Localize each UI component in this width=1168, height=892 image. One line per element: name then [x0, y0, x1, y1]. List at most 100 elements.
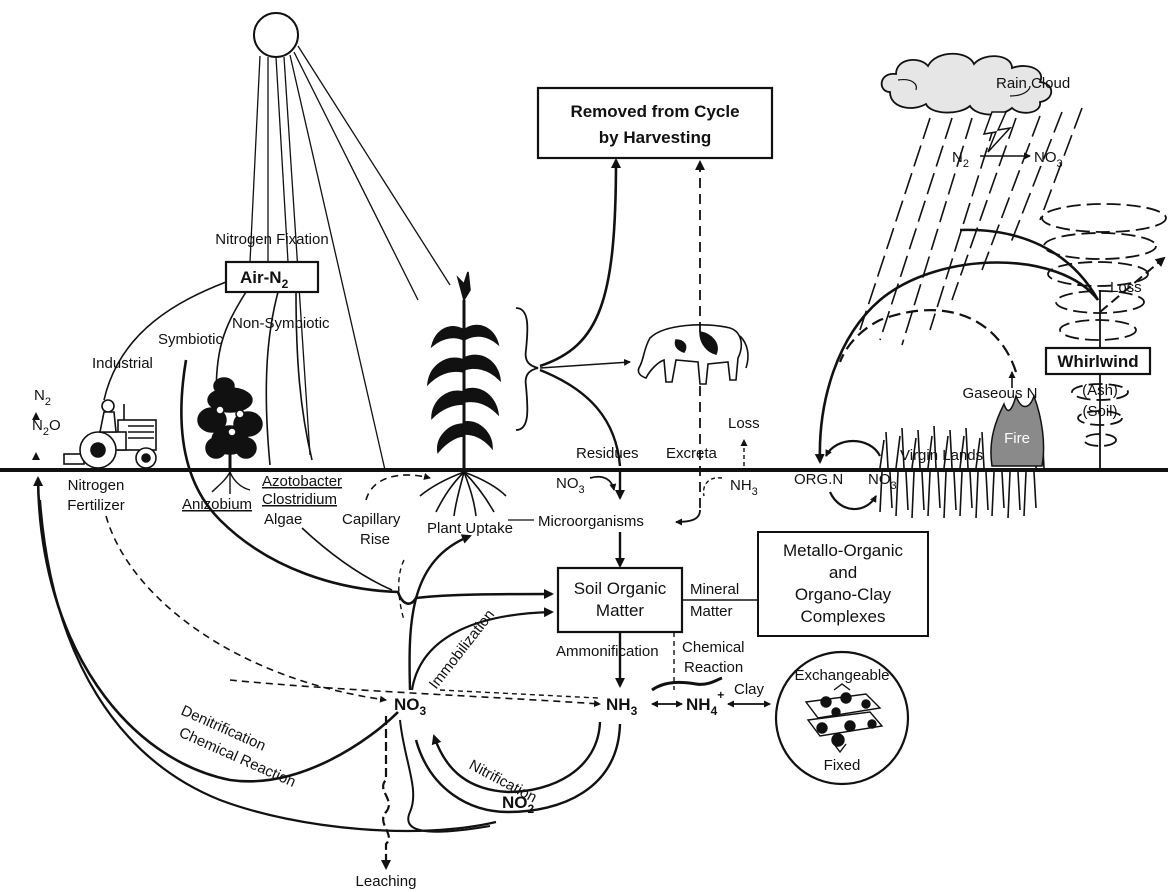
no3-nh3-dashed [439, 689, 599, 699]
clay-particles-icon [804, 683, 884, 754]
no3-main-label: NO3 [394, 695, 427, 718]
chemical-reaction-curve [38, 499, 497, 833]
clostridium-label: Clostridium [262, 491, 337, 508]
fire-label: Fire [1004, 430, 1030, 447]
anizobium-label: Anizobium [182, 496, 252, 513]
nitrification-outer [414, 723, 622, 814]
ammonification-label: Ammonification [556, 643, 659, 660]
mineral-label-2: Matter [690, 603, 733, 620]
cotton-roots [211, 471, 251, 494]
symbiotic-to-som [180, 359, 554, 605]
gaseous-n-label: Gaseous N [962, 385, 1037, 402]
nitrification-inner [431, 721, 602, 794]
residues-curve [539, 368, 622, 467]
air-n2-box [224, 260, 320, 294]
leaching-line [381, 716, 391, 870]
nitrogen-fertilizer-line2: Fertilizer [67, 497, 125, 514]
harvest-box-line1: Removed from Cycle [570, 102, 739, 121]
soil-om-line1: Soil Organic [574, 579, 667, 598]
mineral-label-1: Mineral [690, 581, 739, 598]
air-n2-label: Air-N2 [240, 268, 289, 291]
n2-up-arrow-1 [32, 412, 40, 420]
nh3-top-label: NH3 [730, 477, 758, 498]
microorganisms-label: Microorganisms [538, 513, 644, 530]
metallo-line1: Metallo-Organic [783, 541, 903, 560]
sun-rays [249, 45, 451, 471]
excreta-label: Excreta [666, 445, 718, 462]
orgn-cycle-top [825, 440, 881, 457]
metallo-line4: Complexes [800, 607, 885, 626]
capillary-dashed-arc [365, 473, 431, 501]
whirlwind-label: Whirlwind [1057, 352, 1138, 371]
leaching-side [399, 719, 491, 833]
harvest-arrow [539, 158, 621, 368]
plant-uptake-label: Plant Uptake [427, 520, 513, 537]
virgin-lands-label: Virgin Lands [900, 447, 983, 464]
whirlwind-soil: (Soil) [1082, 403, 1117, 420]
capillary-dashed-vertical [398, 559, 405, 621]
leaching-label: Leaching [356, 873, 417, 890]
algae-to-som [301, 527, 393, 591]
rain-streaks [859, 107, 1083, 346]
corn-plant-icon [426, 271, 502, 468]
algae-label: Algae [264, 511, 302, 528]
org-n-label: ORG.N [794, 471, 843, 488]
harvest-box-line2: by Harvesting [599, 128, 711, 147]
whirlwind-loss-arrow [1099, 256, 1166, 313]
no2-label: NO2 [502, 793, 535, 816]
no3-soil-label: NO3 [556, 475, 585, 496]
industrial-label: Industrial [92, 355, 153, 372]
fixed-label: Fixed [824, 757, 861, 774]
metallo-organic-box [757, 531, 929, 637]
exchangeable-label: Exchangeable [794, 667, 889, 684]
azoto-line [295, 291, 313, 461]
residues-label: Residues [576, 445, 639, 462]
azotobacter-label: Azotobacter [262, 473, 342, 490]
loss-nh3-label: Loss [728, 415, 760, 432]
plant-brace [515, 307, 539, 431]
no3-right-label: NO3 [868, 471, 897, 492]
no3-soil-curl [589, 475, 617, 491]
symbiotic-label: Symbiotic [158, 331, 224, 348]
cow-arrow [539, 358, 631, 369]
nh3-top-dashed-loop [702, 477, 723, 497]
gaseous-to-whirl-arc [838, 309, 1018, 373]
non-symbiotic-line [265, 291, 279, 466]
rain-cloud-label: Rain Cloud [996, 75, 1070, 92]
metallo-line3: Organo-Clay [795, 585, 892, 604]
whirlwind-loss-label: Loss [1110, 279, 1142, 296]
nh3-main-label: NH3 [606, 695, 638, 718]
whirlwind-box [1044, 346, 1152, 376]
fertilizer-dashed-nh3 [229, 679, 601, 708]
non-symbiotic-label: Non-Symbiotic [232, 315, 330, 332]
soil-organic-matter-box [556, 566, 684, 634]
capillary-label-1: Capillary [342, 511, 401, 528]
industrial-line [103, 281, 227, 401]
sun-icon [253, 12, 299, 58]
fire-icon [990, 393, 1045, 467]
lightning-icon [982, 111, 1013, 153]
n2-left-label: N2 [34, 387, 51, 408]
whirlwind-ash: (Ash) [1082, 382, 1118, 399]
rain-cloud-icon [880, 52, 1053, 116]
metallo-line2: and [829, 563, 857, 582]
nitrogen-fixation-label: Nitrogen Fixation [215, 231, 328, 248]
cow-icon [637, 324, 749, 385]
nitrogen-fertilizer-line1: Nitrogen [68, 477, 125, 494]
no3-to-plant-arrow [408, 534, 472, 691]
nh3-curl [651, 676, 723, 692]
cotton-plant-icon [197, 377, 263, 468]
soil-om-line2: Matter [596, 601, 645, 620]
capillary-label-2: Rise [360, 531, 390, 548]
immobilization-arrow [410, 607, 554, 691]
rain-to-orgn-arc [814, 228, 1100, 464]
cloud-n2: N2 [952, 149, 969, 170]
orgn-cycle-bottom [828, 491, 877, 511]
n2-up-arrow-2 [32, 452, 40, 460]
clay-label: Clay [734, 681, 765, 698]
nh4-label: NH4+ [686, 688, 724, 718]
chem-reaction-label-2: Reaction [684, 659, 743, 676]
tractor-icon [63, 399, 157, 469]
harvest-box [536, 86, 774, 160]
